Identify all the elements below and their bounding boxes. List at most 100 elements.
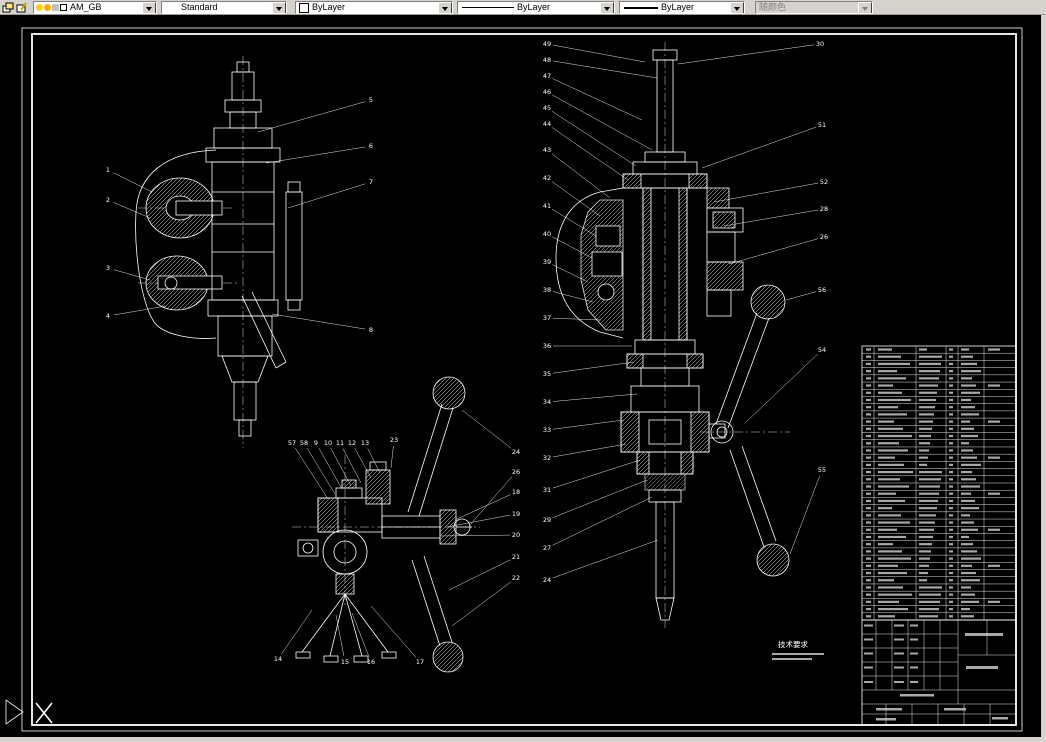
callout-leader (745, 353, 818, 423)
callout-label: 21 (512, 553, 520, 561)
view-handle-mechanism (292, 376, 480, 673)
layers-icon (2, 2, 14, 12)
callout-leader (448, 559, 511, 591)
linetype-sample-icon (462, 7, 514, 8)
make-layer-current-button[interactable] (15, 1, 29, 14)
callout-leader (552, 291, 594, 303)
callout-leader (451, 581, 512, 627)
callout-label: 17 (416, 658, 424, 666)
callout-leader (370, 605, 417, 658)
callout-label: 24 (512, 448, 520, 456)
callout-label: 37 (543, 314, 551, 322)
callout-label: 58 (300, 439, 308, 447)
linetype-combo-value: ByLayer (517, 2, 551, 12)
text-style-combo-dropdown-button[interactable] (272, 2, 286, 13)
callout-leader (113, 202, 151, 219)
color-combo-value: ByLayer (312, 2, 346, 12)
callout-leader (461, 409, 512, 449)
callout-leader (552, 78, 643, 121)
callout-leader (330, 448, 352, 487)
callout-label: 3 (106, 264, 110, 272)
callout-leader (701, 126, 817, 169)
callout-label: 48 (543, 56, 551, 64)
callout-leader (677, 44, 815, 65)
callout-label: 41 (543, 202, 551, 210)
color-combo-dropdown-button[interactable] (438, 2, 452, 13)
callout-leader (551, 127, 629, 181)
callout-leader (552, 264, 589, 283)
callout-label: 11 (336, 439, 344, 447)
callout-leader (390, 445, 394, 469)
callout-leader (785, 291, 817, 301)
text-style-combo[interactable]: Standard (161, 1, 287, 14)
title-block (861, 619, 1017, 726)
view-section-assembly: 技术要求 (555, 42, 824, 660)
callout-label: 28 (820, 205, 828, 213)
lineweight-combo-dropdown-button[interactable] (730, 2, 744, 13)
callout-label: 16 (367, 658, 375, 666)
callout-label: 52 (820, 178, 828, 186)
callout-label: 56 (818, 286, 826, 294)
callout-label: 6 (369, 142, 373, 150)
callout-annotations: 1234567849484746454443424140393837363534… (106, 40, 828, 666)
object-properties-toolbar: AM_GB Standard ByLayer ByLayer ByLayer 随… (0, 0, 1046, 15)
callout-label: 26 (512, 468, 520, 476)
callout-label: 35 (543, 370, 551, 378)
callout-label: 32 (543, 454, 551, 462)
callout-leader (552, 443, 627, 458)
layer-state-icons (34, 4, 67, 11)
callout-leader (295, 447, 329, 500)
callout-label: 46 (543, 88, 551, 96)
linetype-combo[interactable]: ByLayer (457, 1, 615, 14)
callout-leader (552, 539, 659, 579)
plot-style-combo: 随颜色 (755, 1, 873, 14)
callout-label: 1 (106, 166, 110, 174)
callout-leader (446, 514, 511, 528)
callout-leader (552, 459, 641, 489)
callout-leader (551, 181, 601, 217)
tech-req-title: 技术要求 (778, 639, 808, 649)
callout-label: 22 (512, 574, 520, 582)
callout-label: 33 (543, 426, 551, 434)
callout-label: 54 (818, 346, 826, 354)
lineweight-sample-icon (624, 6, 658, 9)
callout-leader (265, 146, 366, 164)
callout-leader (713, 182, 819, 203)
callout-leader (723, 209, 819, 227)
callout-leader (335, 614, 345, 657)
chevron-down-icon (604, 6, 610, 11)
callout-label: 47 (543, 72, 551, 80)
callout-label: 42 (543, 174, 551, 182)
callout-leader (552, 479, 648, 519)
callout-label: 19 (512, 510, 520, 518)
callout-leader (318, 448, 343, 490)
callout-leader (257, 101, 366, 133)
callout-label: 40 (543, 230, 551, 238)
linetype-combo-dropdown-button[interactable] (600, 2, 614, 13)
layer-combo[interactable]: AM_GB (33, 1, 157, 14)
callout-label: 9 (314, 439, 318, 447)
callout-leader (551, 153, 611, 199)
drawing-canvas[interactable]: 技术要求 (0, 15, 1041, 737)
lineweight-combo[interactable]: ByLayer (619, 1, 745, 14)
callout-label: 38 (543, 286, 551, 294)
callout-label: 12 (348, 439, 356, 447)
callout-leader (351, 612, 370, 657)
parts-list-table (861, 345, 1017, 621)
callout-label: 57 (288, 439, 296, 447)
layer-combo-dropdown-button[interactable] (142, 2, 156, 13)
callout-leader (551, 111, 637, 167)
callout-label: 2 (106, 196, 110, 204)
callout-label: 26 (820, 233, 828, 241)
layer-properties-button[interactable] (1, 1, 15, 14)
lower-handle-ball (756, 543, 790, 577)
callout-label: 15 (341, 658, 349, 666)
callout-label: 14 (274, 655, 282, 663)
callout-label: 5 (369, 96, 373, 104)
callout-leader (552, 94, 653, 151)
color-combo[interactable]: ByLayer (295, 1, 453, 14)
view-main-assembly (135, 56, 303, 448)
callout-leader (552, 236, 593, 259)
chevron-down-icon (276, 6, 282, 11)
callout-label: 51 (818, 121, 826, 129)
